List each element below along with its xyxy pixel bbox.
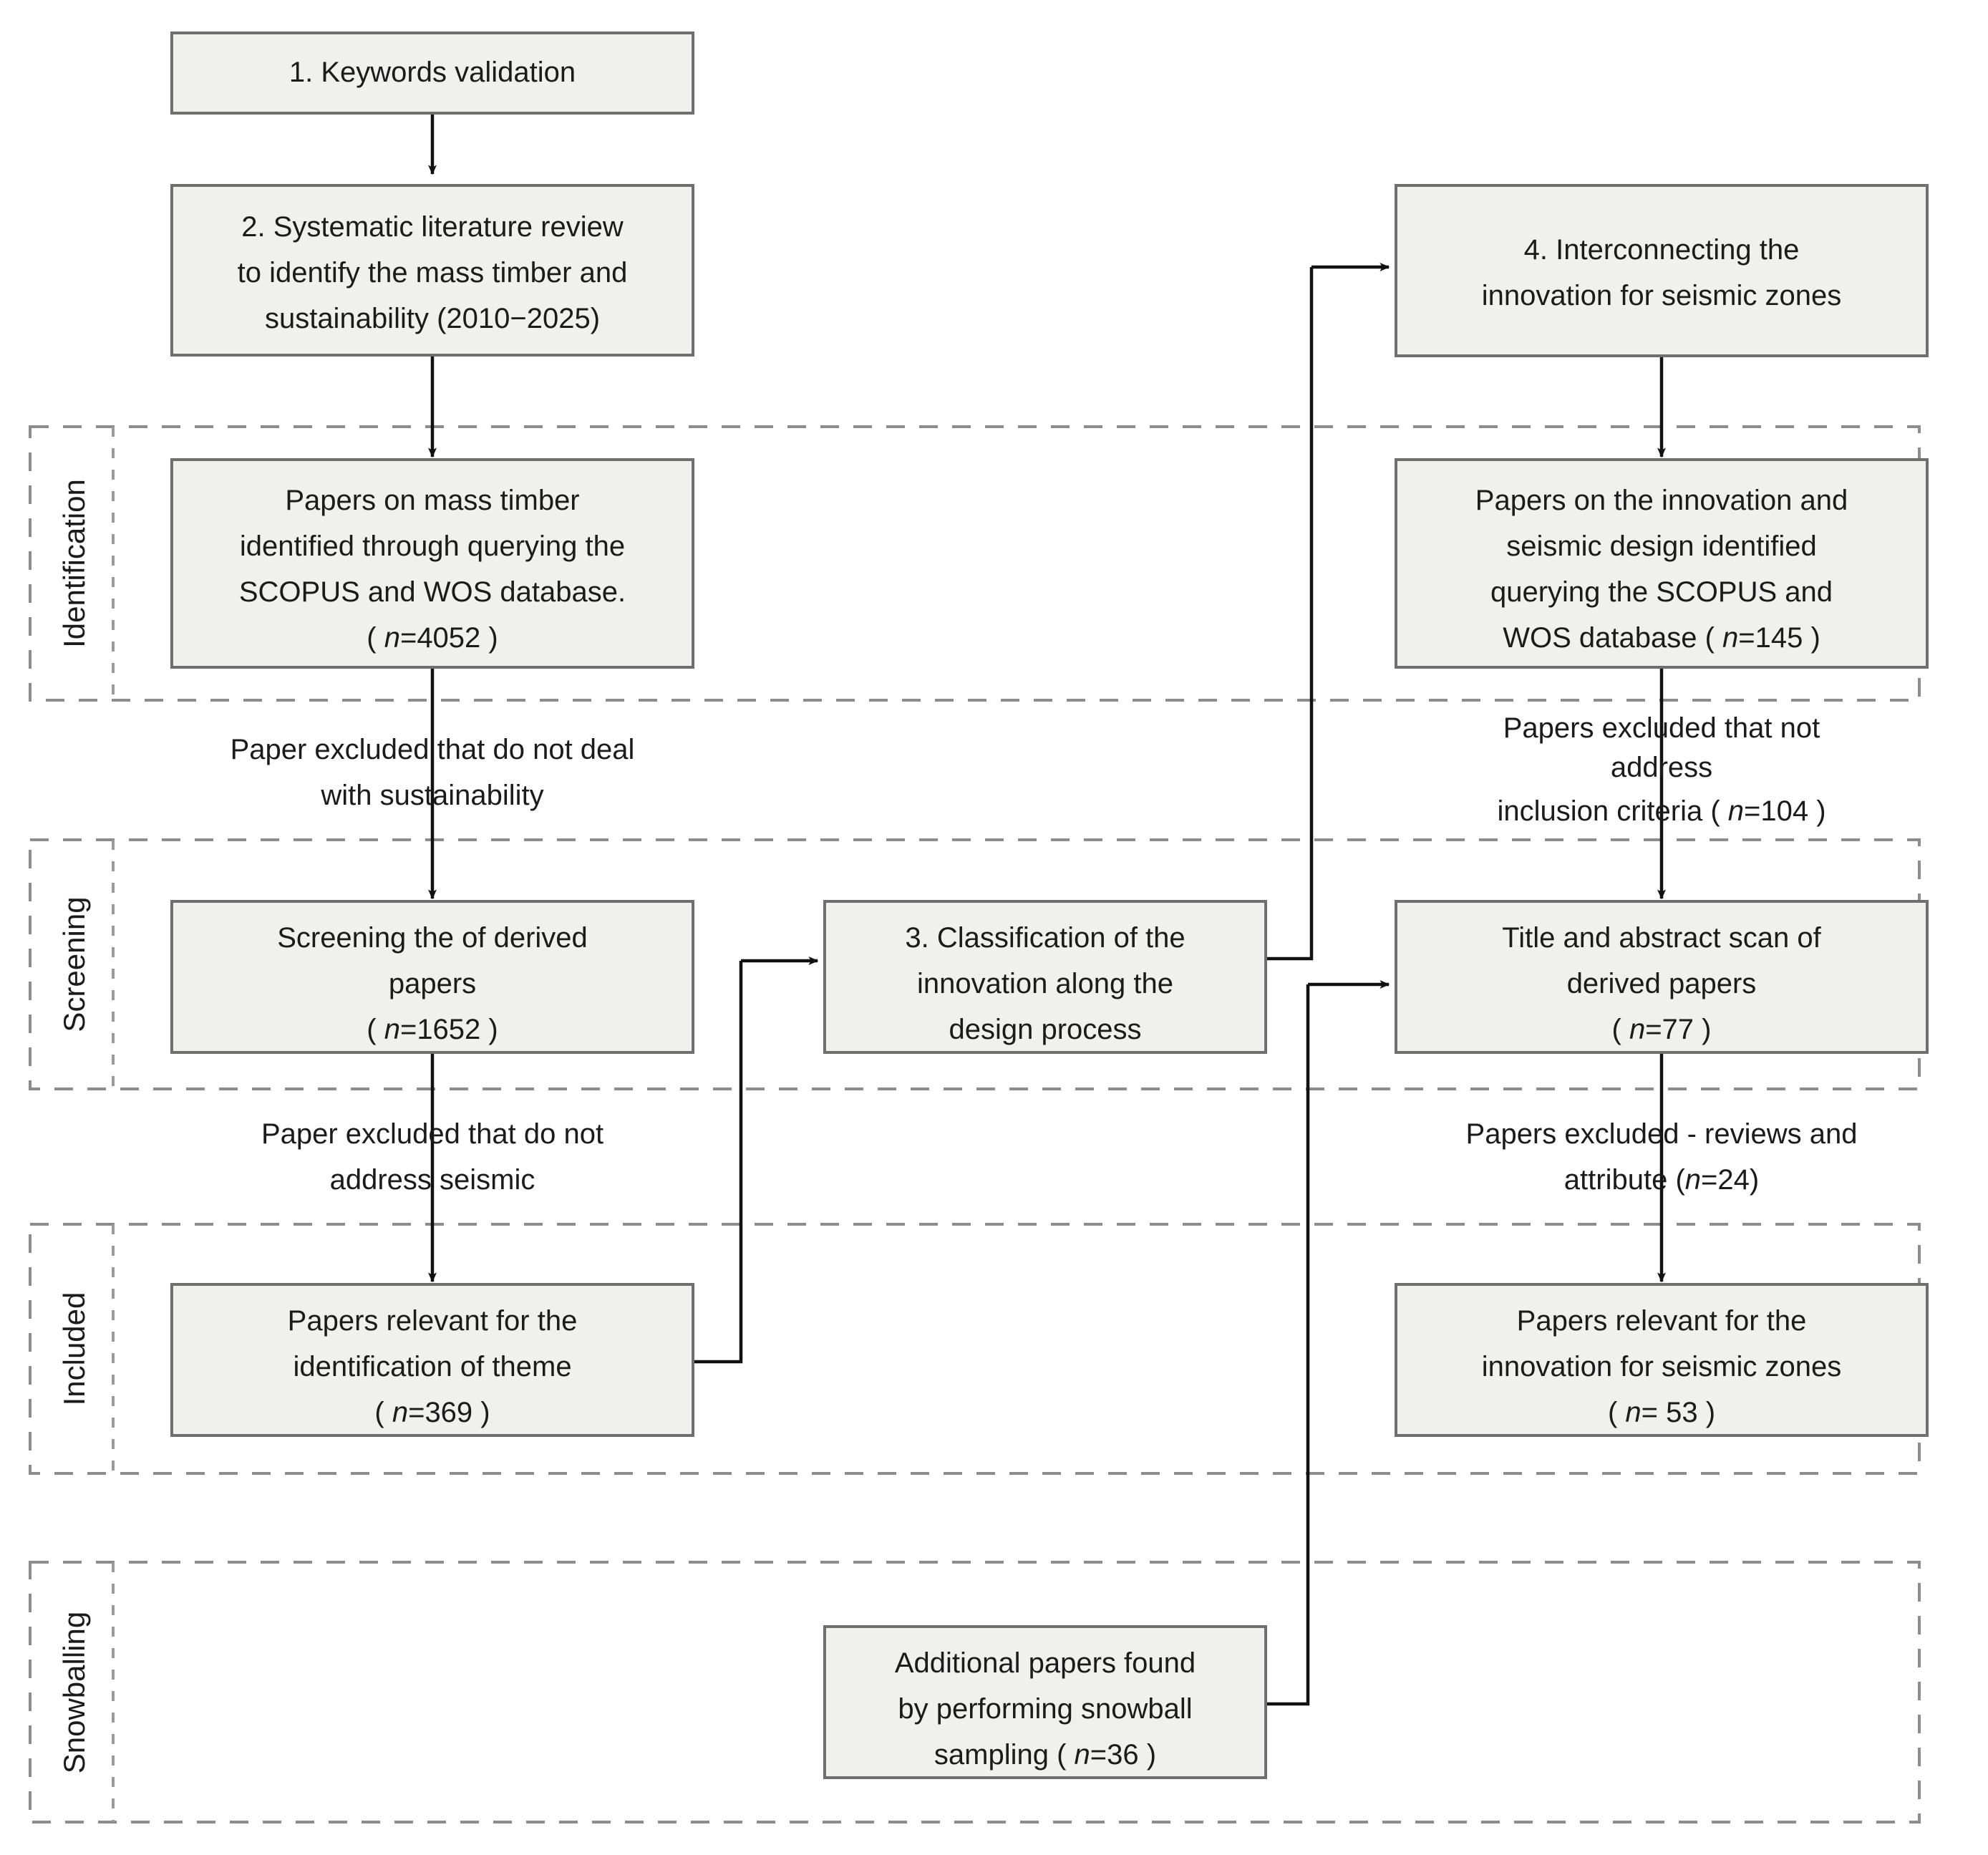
box-classification-of-innovation[interactable]: 3. Classification of the innovation alon… (823, 900, 1267, 1054)
box-relevant-seismic-line-0: Papers relevant for the (1517, 1305, 1807, 1337)
box-interconnecting-line-0: 4. Interconnecting the (1524, 234, 1800, 266)
box-snowball-line-2: sampling ( n=36 ) (934, 1739, 1156, 1771)
box-keywords-validation[interactable]: 1. Keywords validation (170, 32, 694, 115)
edge-label-seismic-line-1: address seismic (330, 1164, 535, 1196)
box-snowball-line-1: by performing snowball (898, 1693, 1192, 1725)
edge-label-excluded-sustainability: Paper excluded that do not deal with sus… (231, 734, 635, 811)
box-title-and-abstract-scan[interactable]: Title and abstract scan of derived paper… (1395, 900, 1929, 1054)
box-papers-seismic-line-3: WOS database ( n=145 ) (1503, 622, 1820, 654)
box-papers-seismic-line-2: querying the SCOPUS and (1490, 576, 1833, 608)
box-classification-line-1: innovation along the (917, 968, 1173, 999)
box-title-scan-line-0: Title and abstract scan of (1502, 922, 1821, 954)
box-screening-derived-papers[interactable]: Screening the of derived papers ( n=1652… (170, 900, 694, 1054)
box-papers-timber-line-3: ( n=4052 ) (367, 622, 498, 654)
box-systematic-line-2: sustainability (2010−2025) (265, 303, 600, 334)
section-label-screening: Screening (57, 896, 91, 1032)
section-label-identification: Identification (57, 479, 91, 648)
box-interconnecting-innovation[interactable]: 4. Interconnecting the innovation for se… (1395, 184, 1929, 357)
box-systematic-line-0: 2. Systematic literature review (241, 211, 624, 243)
box-screening-derived-line-1: papers (389, 968, 476, 999)
section-snowballing: Snowballing (29, 1561, 1921, 1823)
edge-label-seismic-line-0: Paper excluded that do not (261, 1118, 603, 1150)
box-relevant-seismic-line-1: innovation for seismic zones (1482, 1351, 1841, 1382)
edge-label-sustainability-line-0: Paper excluded that do not deal (231, 734, 635, 765)
edge-label-excluded-inclusion-criteria: Papers excluded that not address inclusi… (1497, 712, 1825, 827)
box-screening-derived-line-0: Screening the of derived (277, 922, 588, 954)
box-classification-line-2: design process (949, 1014, 1141, 1045)
box-relevant-theme-line-0: Papers relevant for the (288, 1305, 578, 1337)
edge-label-inclusion-line-1: address (1611, 752, 1712, 783)
edge-label-sustainability-line-1: with sustainability (320, 780, 543, 811)
connector-classification-to-interconnecting-seg (1266, 267, 1314, 961)
edge-label-excluded-reviews-attribute: Papers excluded - reviews and attribute … (1466, 1118, 1858, 1196)
section-label-snowballing: Snowballing (57, 1612, 91, 1774)
box-additional-papers-snowball[interactable]: Additional papers found by performing sn… (823, 1625, 1267, 1779)
edge-label-reviews-line-1: attribute (n=24) (1564, 1164, 1759, 1196)
box-relevant-seismic-line-2: ( n= 53 ) (1608, 1397, 1715, 1428)
box-title-scan-line-2: ( n=77 ) (1612, 1014, 1712, 1045)
box-interconnecting-line-1: innovation for seismic zones (1482, 280, 1841, 311)
edge-label-inclusion-line-0: Papers excluded that not (1503, 712, 1820, 744)
connector-snowball-to-title-scan-seg (1266, 984, 1310, 1706)
box-classification-line-0: 3. Classification of the (905, 922, 1185, 954)
box-systematic-line-1: to identify the mass timber and (238, 257, 628, 289)
box-papers-timber-line-0: Papers on mass timber (285, 485, 579, 516)
box-snowball-line-0: Additional papers found (895, 1647, 1196, 1679)
box-papers-relevant-innovation-seismic[interactable]: Papers relevant for the innovation for s… (1395, 1283, 1929, 1437)
edge-label-excluded-seismic: Paper excluded that do not address seism… (261, 1118, 603, 1196)
box-papers-seismic-line-0: Papers on the innovation and (1475, 485, 1848, 516)
box-papers-relevant-identification-theme[interactable]: Papers relevant for the identification o… (170, 1283, 694, 1437)
section-label-included: Included (57, 1292, 91, 1406)
box-relevant-theme-line-2: ( n=369 ) (374, 1397, 490, 1428)
box-relevant-theme-line-1: identification of theme (293, 1351, 571, 1382)
box-papers-innovation-seismic-design[interactable]: Papers on the innovation and seismic des… (1395, 458, 1929, 669)
box-papers-timber-line-1: identified through querying the (240, 531, 625, 562)
box-systematic-literature-review[interactable]: 2. Systematic literature review to ident… (170, 184, 694, 357)
edge-label-inclusion-line-2: inclusion criteria ( n=104 ) (1497, 795, 1825, 827)
box-papers-timber-line-2: SCOPUS and WOS database. (239, 576, 626, 608)
box-title-scan-line-1: derived papers (1567, 968, 1757, 999)
box-papers-seismic-line-1: seismic design identified (1506, 531, 1817, 562)
connector-layer (428, 113, 1666, 1706)
box-screening-derived-line-2: ( n=1652 ) (367, 1014, 498, 1045)
box-keywords-validation-line-0: 1. Keywords validation (289, 57, 576, 88)
edge-label-reviews-line-0: Papers excluded - reviews and (1466, 1118, 1858, 1150)
connector-relevant-theme-to-classification-seg (694, 961, 743, 1364)
box-papers-on-mass-timber[interactable]: Papers on mass timber identified through… (170, 458, 694, 669)
